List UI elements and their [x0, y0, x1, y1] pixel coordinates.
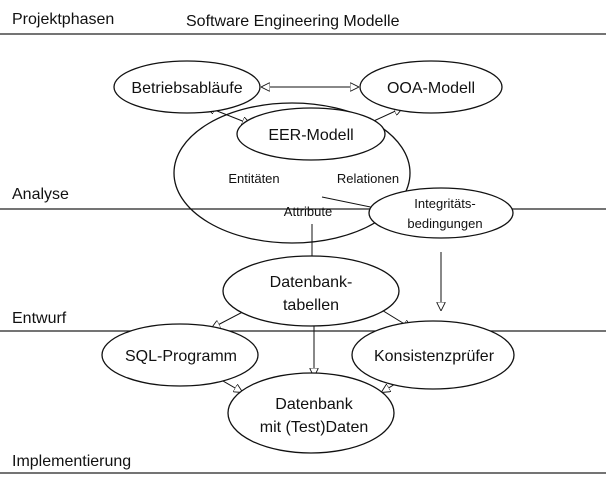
phase-label-analyse: Analyse	[12, 186, 69, 203]
label-sql-programm: SQL-Programm	[125, 348, 237, 365]
label-datenbank-line1: Datenbank	[275, 396, 353, 413]
eer-model-region	[173, 102, 411, 244]
label-attribute: Attribute	[284, 204, 332, 219]
label-datenbanktabellen-line1: Datenbank-	[270, 274, 353, 291]
label-integritaet-line2: bedingungen	[407, 216, 482, 231]
label-integritaet-line1: Integritäts-	[414, 196, 475, 211]
header-software-engineering-modelle: Software Engineering Modelle	[186, 13, 400, 30]
label-entitaeten: Entitäten	[228, 171, 279, 186]
label-betriebsablaeufe: Betriebsabläufe	[131, 80, 242, 97]
node-konsistenzpruefer	[351, 320, 515, 390]
node-betriebsablaeufe	[113, 60, 261, 114]
node-datenbank-testdaten	[227, 372, 395, 454]
label-datenbank-line2: mit (Test)Daten	[260, 419, 368, 436]
label-konsistenzpruefer: Konsistenzprüfer	[374, 348, 495, 365]
node-sql-programm	[101, 323, 259, 387]
node-integritaetsbedingungen	[368, 187, 514, 239]
label-ooa-modell: OOA-Modell	[387, 80, 475, 97]
node-ooa-modell	[359, 60, 503, 114]
node-datenbanktabellen	[222, 255, 400, 327]
label-datenbanktabellen-line2: tabellen	[283, 297, 339, 314]
label-relationen: Relationen	[337, 171, 399, 186]
phase-label-implementierung: Implementierung	[12, 453, 131, 470]
phase-label-entwurf: Entwurf	[12, 310, 67, 327]
header-projektphasen: Projektphasen	[12, 11, 114, 28]
node-eer-modell	[236, 107, 386, 161]
label-eer-modell: EER-Modell	[268, 127, 353, 144]
